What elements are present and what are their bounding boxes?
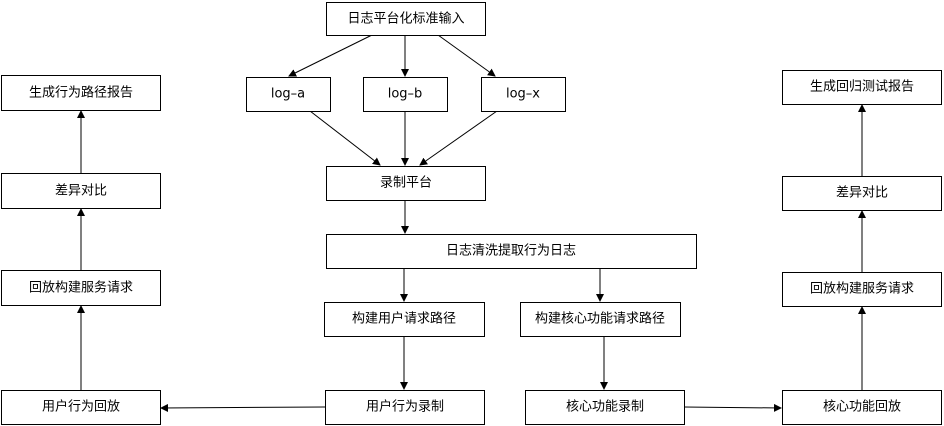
node-right-diff: 差异对比 [782,176,942,211]
node-label: 生成回归测试报告 [810,80,914,95]
edge-core-record-replay [683,403,782,412]
node-core-replay: 核心功能回放 [782,390,942,425]
node-label: 回放构建服务请求 [810,281,914,297]
node-label: 录制平台 [380,176,432,191]
node-log-a: log–a [246,77,331,112]
node-label: 构建核心功能请求路径 [535,311,665,327]
node-label: 用户行为回放 [42,399,120,415]
node-user-record: 用户行为录制 [325,390,485,425]
node-right-replay-build: 回放构建服务请求 [782,272,942,307]
node-clean: 日志清洗提取行为日志 [326,234,697,269]
edge-input-log-x [437,34,496,77]
node-record-platform: 录制平台 [326,166,486,201]
node-label: 日志清洗提取行为日志 [446,243,576,259]
node-left-diff: 差异对比 [1,173,161,209]
edge-log-a-record [309,110,381,166]
edge-input-log-a [288,34,373,77]
node-label: 核心功能回放 [823,400,901,415]
node-left-replay-build: 回放构建服务请求 [1,270,161,306]
node-label: 回放构建服务请求 [29,280,133,296]
node-label: 日志平台化标准输入 [347,11,464,27]
node-right-report: 生成回归测试报告 [782,70,942,105]
node-label: 差异对比 [55,184,107,199]
node-label: log–a [271,87,305,102]
node-log-x: log–x [481,77,566,112]
node-label: 构建用户请求路径 [352,311,456,327]
node-build-user-path: 构建用户请求路径 [324,302,485,337]
node-label: 用户行为录制 [366,399,444,415]
edges [77,34,866,412]
edge-log-x-record [419,110,498,166]
node-label: log–b [388,87,423,102]
node-core-record: 核心功能录制 [525,390,685,425]
node-build-core-path: 构建核心功能请求路径 [520,302,681,337]
node-user-replay: 用户行为回放 [1,390,161,425]
node-label: 差异对比 [836,186,888,201]
node-label: log–x [506,87,540,102]
node-label: 生成行为路径报告 [29,85,133,101]
edge-user-record-replay [160,403,326,412]
node-input: 日志平台化标准输入 [326,2,486,36]
node-label: 核心功能录制 [566,400,644,415]
node-log-b: log–b [363,77,448,112]
node-left-report: 生成行为路径报告 [1,75,161,111]
